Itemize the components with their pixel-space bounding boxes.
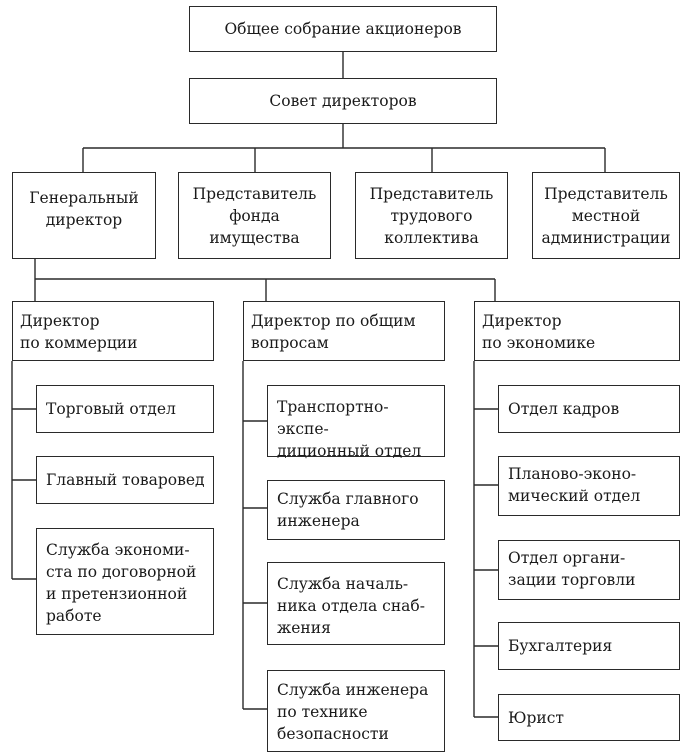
general-affairs-unit-safety-engineer: Служба инженера по технике безопасности: [267, 670, 445, 752]
commerce-director-box: Директор по коммерции: [12, 301, 214, 361]
economics-unit-personnel: Отдел кадров: [498, 385, 680, 433]
labor-collective-rep-box: Представитель трудового коллектива: [355, 172, 508, 259]
economics-unit-trade-organization: Отдел органи- зации торговли: [498, 540, 680, 600]
shareholders-meeting-box: Общее собрание акционеров: [189, 6, 497, 52]
general-affairs-unit-supply: Служба началь- ника отдела снаб- жения: [267, 562, 445, 645]
general-affairs-unit-transport: Транспортно-экспе- диционный отдел: [267, 385, 445, 460]
local-admin-rep-box: Представитель местной администрации: [532, 172, 680, 259]
commerce-unit-chief-merchandiser: Главный товаровед: [36, 456, 214, 504]
general-affairs-unit-chief-engineer: Служба главного инженера: [267, 480, 445, 540]
economics-unit-lawyer: Юрист: [498, 694, 680, 741]
economics-unit-accounting: Бухгалтерия: [498, 622, 680, 670]
economics-unit-planning: Планово-эконо- мический отдел: [498, 456, 680, 516]
commerce-unit-contract-economist: Служба экономи- ста по договорной и прет…: [36, 528, 214, 635]
general-director-box: Генеральный директор: [12, 172, 156, 259]
economics-director-box: Директор по экономике: [474, 301, 680, 361]
board-of-directors-box: Совет директоров: [189, 78, 497, 124]
commerce-unit-trade-department: Торговый отдел: [36, 385, 214, 433]
property-fund-rep-box: Представитель фонда имущества: [178, 172, 331, 259]
general-affairs-director-box: Директор по общим вопросам: [243, 301, 445, 361]
